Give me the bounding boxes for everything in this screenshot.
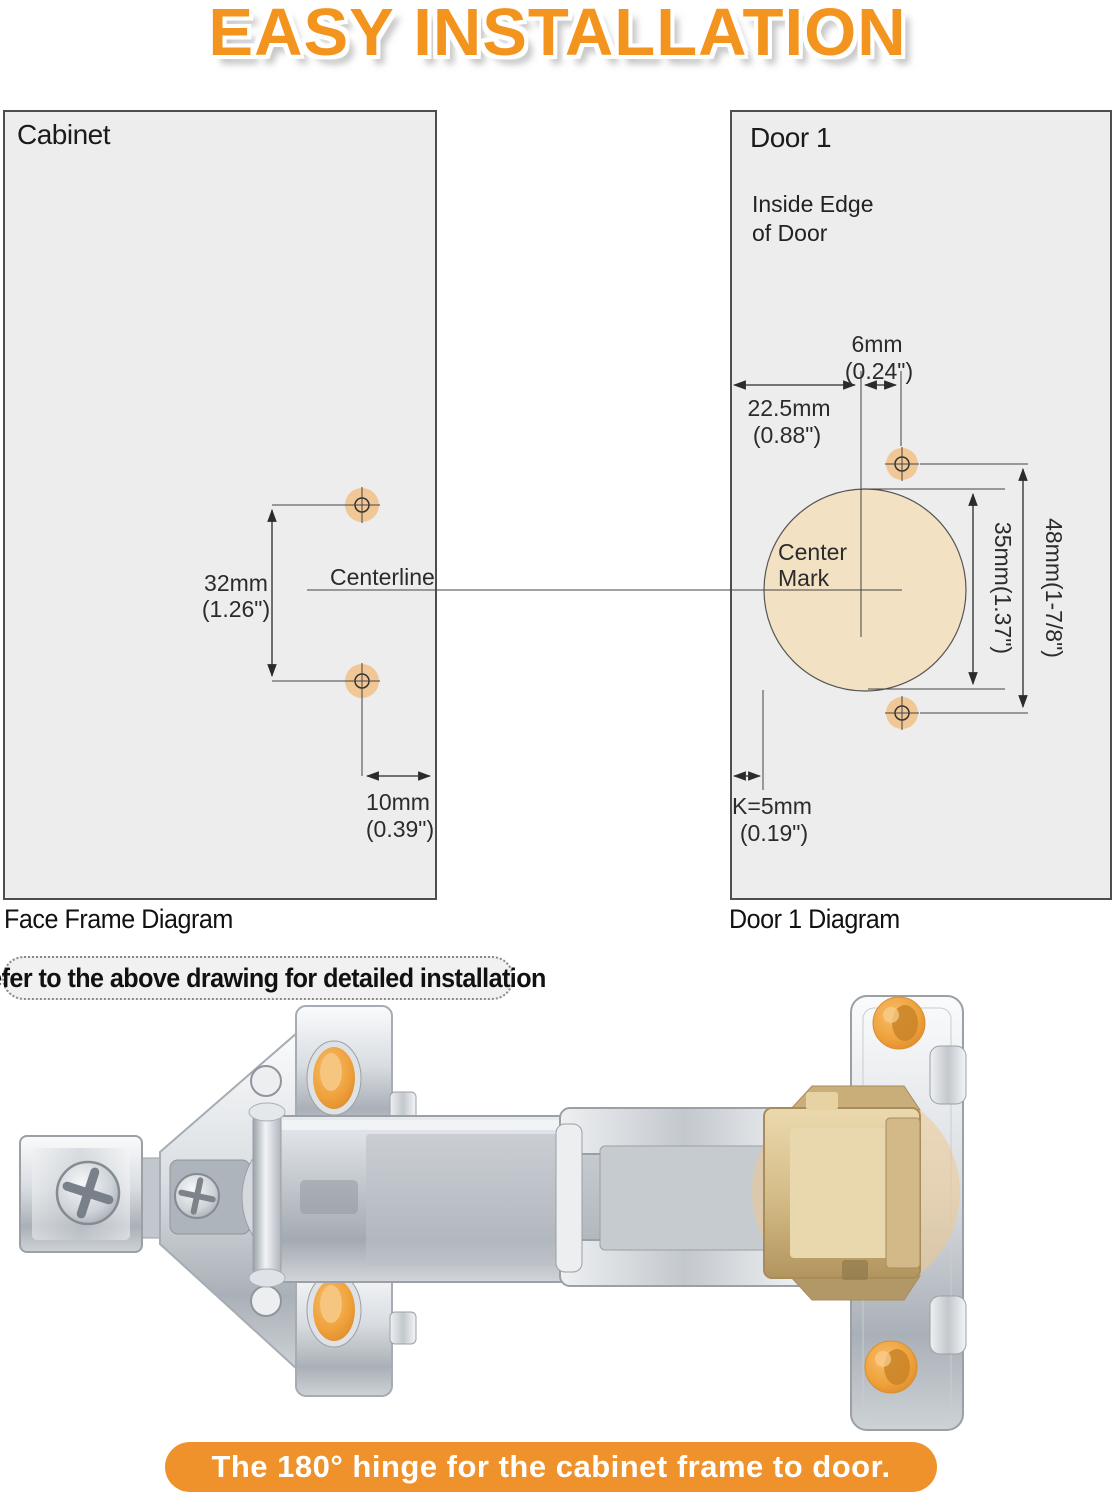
cup-highlight <box>752 1088 960 1296</box>
inside-edge-note-line1: Inside Edge <box>752 191 874 217</box>
hinge-knuckle-bottom <box>929 1295 967 1355</box>
page-title: EASY INSTALLATION <box>208 0 907 70</box>
hinge-linkage <box>555 1107 813 1287</box>
cabinet-caption: Face Frame Diagram <box>4 904 233 934</box>
phillips-screw <box>55 1160 121 1226</box>
inside-edge-note-line2: of Door <box>752 220 828 246</box>
cabinet-mounting-plate <box>129 1005 417 1397</box>
plate-hole-top <box>250 1065 282 1097</box>
note-text: Refer to the above drawing for detailed … <box>0 962 546 993</box>
note-pill: Refer to the above drawing for detailed … <box>0 956 546 1000</box>
door-screw-bottom <box>864 1340 918 1394</box>
banner-text: The 180° hinge for the cabinet frame to … <box>211 1449 891 1484</box>
door-screw-top <box>872 996 926 1050</box>
hinge-arm <box>241 1115 689 1283</box>
hinge-knuckle-top <box>929 1045 967 1105</box>
mounting-screw-bottom <box>306 1272 362 1348</box>
hinge-cup <box>763 1085 921 1301</box>
hinge-pin <box>248 1102 286 1288</box>
door-panel-label: Door 1 <box>750 122 832 153</box>
hinge-arm-left <box>19 1135 143 1253</box>
inside-edge-note: Inside Edge of Door <box>752 190 873 248</box>
bottom-banner: The 180° hinge for the cabinet frame to … <box>165 1442 937 1492</box>
mounting-screw-top <box>306 1040 362 1116</box>
door-caption: Door 1 Diagram <box>729 904 900 934</box>
adjustment-screw <box>174 1173 220 1219</box>
plate-hole-bottom <box>250 1285 282 1317</box>
cabinet-panel <box>3 110 437 900</box>
cabinet-panel-label: Cabinet <box>17 119 111 150</box>
door-mounting-plate <box>850 995 967 1431</box>
